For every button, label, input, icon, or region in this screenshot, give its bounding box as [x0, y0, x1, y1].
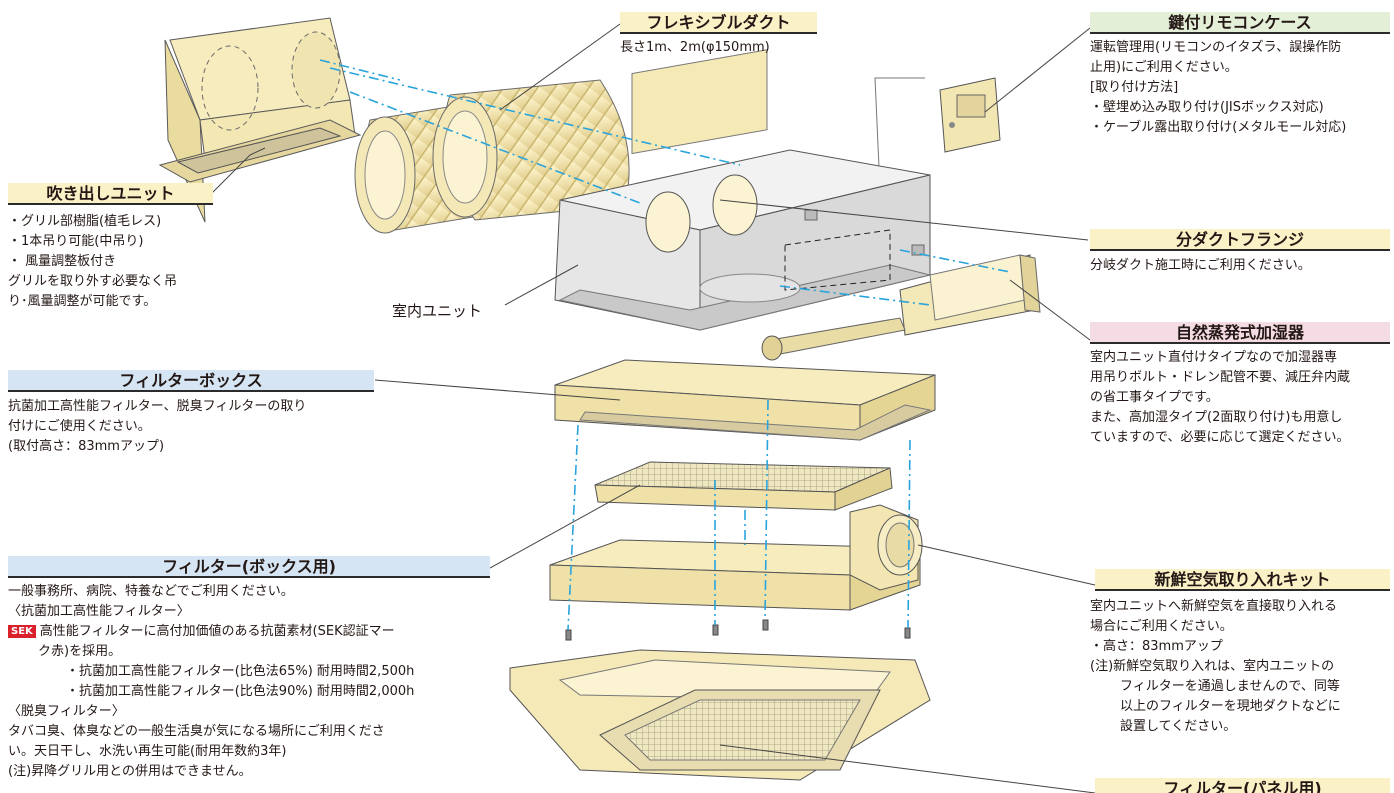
filter-box-line: 付けにご使用ください。	[8, 419, 151, 434]
branch-flange-title: 分ダクトフランジ	[1090, 229, 1390, 251]
outlet-unit-title: 吹き出しユニット	[8, 183, 213, 205]
filter-box-use-line: 一般事務所、病院、特養などでご利用ください。	[8, 584, 294, 599]
box-filter-illustration	[594, 461, 893, 511]
humidifier-illustration	[761, 254, 1041, 361]
filter-box-use-line: タバコ臭、体臭などの一般生活臭が気になる場所にご利用くださ	[8, 724, 385, 739]
filter-box-illustration	[554, 359, 936, 441]
outlet-unit-line: ・ 風量調整板付き	[8, 254, 117, 269]
filter-panel-title: フィルター(パネル用)	[1095, 778, 1390, 793]
alignment-lines	[319, 59, 1011, 631]
filter-box-line: 抗菌加工高性能フィルター、脱臭フィルターの取り	[8, 399, 307, 414]
outlet-unit-line: ・グリル部樹脂(植毛レス)	[8, 214, 162, 229]
lower-box-illustration	[549, 504, 923, 611]
flexible-duct-illustration	[354, 79, 630, 234]
humidifier-line: の省工事タイプです。	[1090, 390, 1219, 405]
sek-badge: SEK	[8, 625, 36, 638]
remote-case-line: 止用)にご利用ください。	[1090, 60, 1238, 75]
flex-duct-desc: 長さ1m、2m(φ150mm)	[620, 40, 770, 55]
remote-case-desc: 運転管理用(リモコンのイタズラ、誤操作防 止用)にご利用ください。 [取り付け方…	[1090, 38, 1346, 138]
humidifier-desc: 室内ユニット直付けタイプなので加湿器専 用吊りボルト・ドレン配管不要、減圧弁内蔵…	[1090, 348, 1350, 448]
fresh-air-kit-line: フィルターを通過しませんので、同等	[1120, 679, 1340, 694]
filter-box-use-title: フィルター(ボックス用)	[8, 556, 490, 578]
branch-flange-desc: 分岐ダクト施工時にご利用ください。	[1090, 258, 1311, 273]
filter-box-use-line: ク赤)を採用。	[38, 644, 122, 659]
remote-case-line: [取り付け方法]	[1090, 80, 1179, 95]
outlet-unit-line: グリルを取り外す必要なく吊	[8, 274, 178, 289]
filter-box-use-line: ・抗菌加工高性能フィルター(比色法65%) 耐用時間2,500h	[66, 664, 415, 679]
filter-box-use-line: ・抗菌加工高性能フィルター(比色法90%) 耐用時間2,000h	[66, 684, 415, 699]
fresh-air-kit-line: (注)新鮮空気取り入れは、室内ユニットの	[1090, 659, 1335, 674]
fresh-air-kit-desc: 室内ユニットへ新鮮空気を直接取り入れる 場合にご利用ください。 ・高さ：83mm…	[1090, 597, 1341, 737]
filter-box-desc: 抗菌加工高性能フィルター、脱臭フィルターの取り 付けにご使用ください。 (取付高…	[8, 397, 306, 457]
screws-illustration	[565, 619, 911, 641]
outlet-unit-line: り･風量調整が可能です。	[8, 294, 157, 309]
filter-box-use-line: い。天日干し、水洗い再生可能(耐用年数約3年)	[8, 744, 287, 759]
fresh-air-kit-line: 場合にご利用ください。	[1090, 619, 1233, 634]
remote-case-line: ・ケーブル露出取り付け(メタルモール対応)	[1090, 120, 1347, 135]
fresh-air-kit-line: 設置してください。	[1120, 719, 1237, 734]
filter-box-use-line: 〈抗菌加工高性能フィルター〉	[8, 604, 190, 619]
indoor-unit-label: 室内ユニット	[392, 302, 483, 320]
filter-box-use-line: 高性能フィルターに高付加価値のある抗菌素材(SEK認証マー	[39, 624, 395, 639]
filter-box-line: (取付高さ：83mmアップ)	[8, 439, 165, 454]
remote-case-title: 鍵付リモコンケース	[1090, 12, 1390, 34]
fresh-air-kit-line: ・高さ：83mmアップ	[1090, 639, 1223, 654]
humidifier-line: 用吊りボルト・ドレン配管不要、減圧弁内蔵	[1090, 370, 1351, 385]
remote-case-illustration	[874, 77, 1001, 191]
flex-duct-title: フレキシブルダクト	[620, 12, 817, 34]
fresh-air-kit-line: 室内ユニットへ新鮮空気を直接取り入れる	[1090, 599, 1338, 614]
remote-case-line: ・壁埋め込み取り付け(JISボックス対応)	[1090, 100, 1324, 115]
leader-lines	[204, 23, 1096, 793]
humidifier-line: また、高加湿タイプ(2面取り付け)も用意し	[1090, 410, 1343, 425]
humidifier-line: 室内ユニット直付けタイプなので加湿器専	[1090, 350, 1338, 365]
humidifier-title: 自然蒸発式加湿器	[1090, 322, 1390, 344]
filter-box-use-line: (注)昇降グリル用との併用はできません。	[8, 764, 252, 779]
humidifier-line: ていますので、必要に応じて選定ください。	[1090, 430, 1350, 445]
remote-case-line: 運転管理用(リモコンのイタズラ、誤操作防	[1090, 40, 1342, 55]
indoor-unit-illustration	[554, 49, 931, 331]
filter-box-title: フィルターボックス	[8, 370, 374, 392]
fresh-air-kit-line: 以上のフィルターを現地ダクトなどに	[1120, 699, 1341, 714]
filter-box-use-desc: 一般事務所、病院、特養などでご利用ください。 〈抗菌加工高性能フィルター〉 SE…	[8, 582, 414, 782]
filter-box-use-line: 〈脱臭フィルター〉	[8, 704, 125, 719]
panel-illustration	[509, 649, 931, 781]
outlet-unit-line: ・1本吊り可能(中吊り)	[8, 234, 144, 249]
outlet-unit-desc: ・グリル部樹脂(植毛レス) ・1本吊り可能(中吊り) ・ 風量調整板付き グリル…	[8, 212, 177, 312]
fresh-air-kit-title: 新鮮空気取り入れキット	[1095, 569, 1390, 591]
